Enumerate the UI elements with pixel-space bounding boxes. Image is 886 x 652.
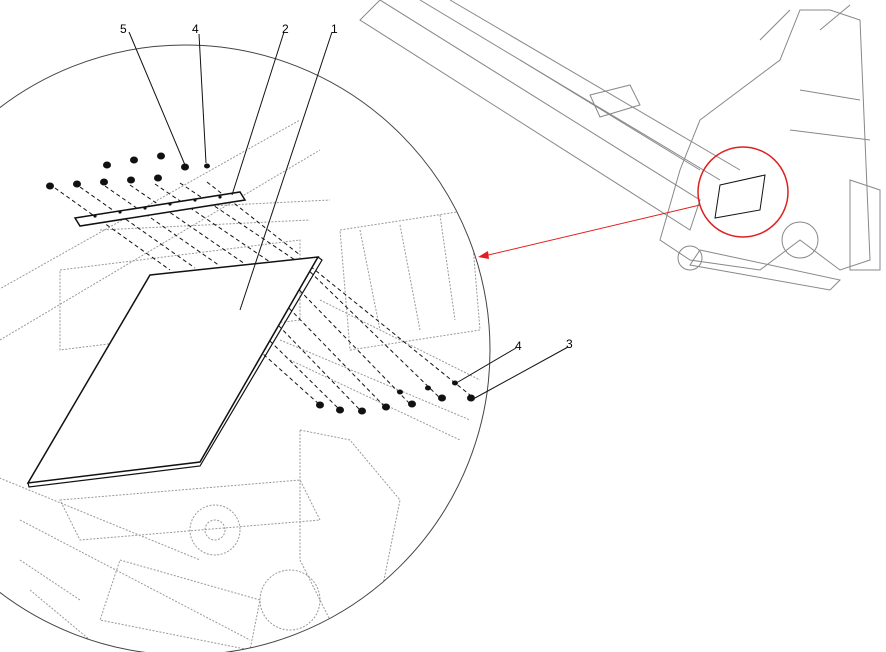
callout-4-top: 4 — [192, 22, 199, 36]
bolts-part-3 — [316, 380, 475, 415]
detail-circle-outline — [0, 44, 491, 652]
callout-3: 3 — [566, 337, 573, 351]
callout-5: 5 — [120, 22, 127, 36]
callout-1: 1 — [331, 22, 338, 36]
bracket-part-2 — [73, 191, 247, 227]
machine-overview — [359, 0, 881, 291]
plate-part-1 — [26, 256, 320, 484]
arrow-head-icon — [478, 251, 489, 259]
leader-lines — [128, 31, 569, 399]
nuts-part-5 — [46, 152, 210, 190]
callout-2: 2 — [282, 22, 289, 36]
bracket-holes — [93, 195, 222, 218]
detail-arrow — [483, 204, 701, 257]
callout-4-bottom: 4 — [515, 339, 522, 353]
highlight-circle — [697, 146, 789, 238]
